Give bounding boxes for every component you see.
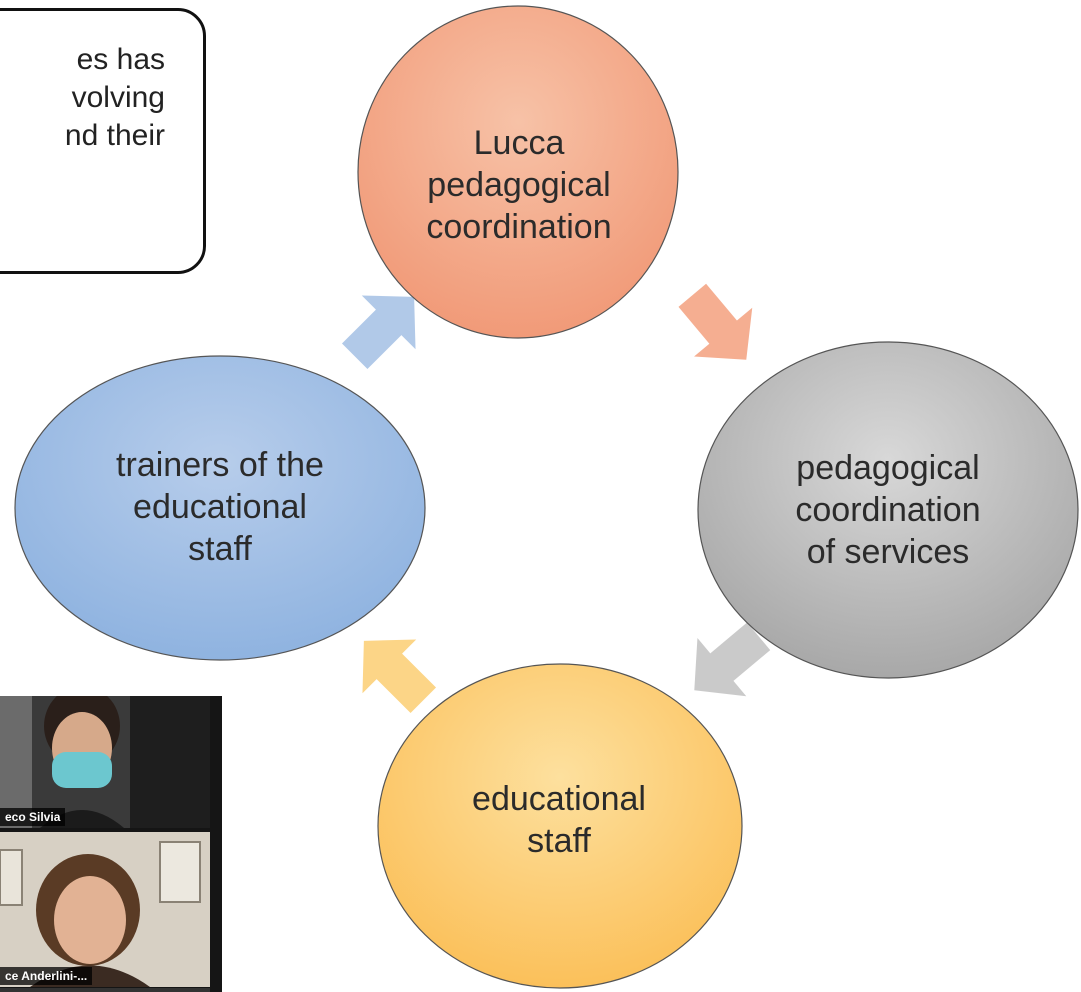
participant-tile[interactable]: [0, 988, 210, 992]
node-label-services: pedagogical coordination of services: [718, 425, 1058, 595]
participant-video: [0, 832, 210, 987]
cycle-arrow-lucca-services: [678, 283, 753, 360]
node-label-staff: educational staff: [400, 750, 718, 890]
node-text: Lucca: [473, 124, 565, 162]
node-text: trainers of the: [116, 446, 324, 484]
callout-text: es has volving nd their: [65, 41, 165, 155]
node-text: coordination: [795, 491, 981, 529]
cycle-arrow-staff-trainers: [362, 639, 437, 714]
participant-tile[interactable]: eco Silvia: [0, 696, 210, 828]
cycle-node-services: [697, 341, 1079, 679]
participant-name: eco Silvia: [0, 808, 66, 826]
cycle-arrow-services-staff: [694, 622, 771, 697]
node-text: staff: [188, 530, 252, 568]
node-text: staff: [527, 822, 591, 860]
node-label-lucca: Lucca pedagogical coordination: [360, 100, 678, 270]
participant-tile[interactable]: ce Anderlini-...: [0, 832, 210, 987]
cycle-node-trainers: [14, 355, 426, 661]
node-text: pedagogical: [796, 449, 980, 487]
callout-line: es has: [76, 43, 165, 76]
node-text: pedagogical: [427, 166, 611, 204]
node-text: coordination: [426, 208, 612, 246]
participant-name: ce Anderlini-...: [0, 967, 93, 985]
cycle-node-staff: [377, 663, 743, 989]
participant-video: [0, 696, 210, 828]
node-label-trainers: trainers of the educational staff: [40, 422, 400, 592]
node-text: educational: [133, 488, 307, 526]
cycle-arrow-trainers-lucca: [341, 295, 416, 370]
node-text: educational: [472, 780, 646, 818]
callout-line: nd their: [64, 119, 165, 152]
text-callout-box: es has volving nd their: [0, 8, 206, 274]
node-text: of services: [806, 533, 970, 571]
callout-line: volving: [71, 81, 165, 114]
video-call-panel: eco Silvia ce Anderlini-...: [0, 696, 222, 992]
cycle-node-lucca: [357, 5, 679, 339]
